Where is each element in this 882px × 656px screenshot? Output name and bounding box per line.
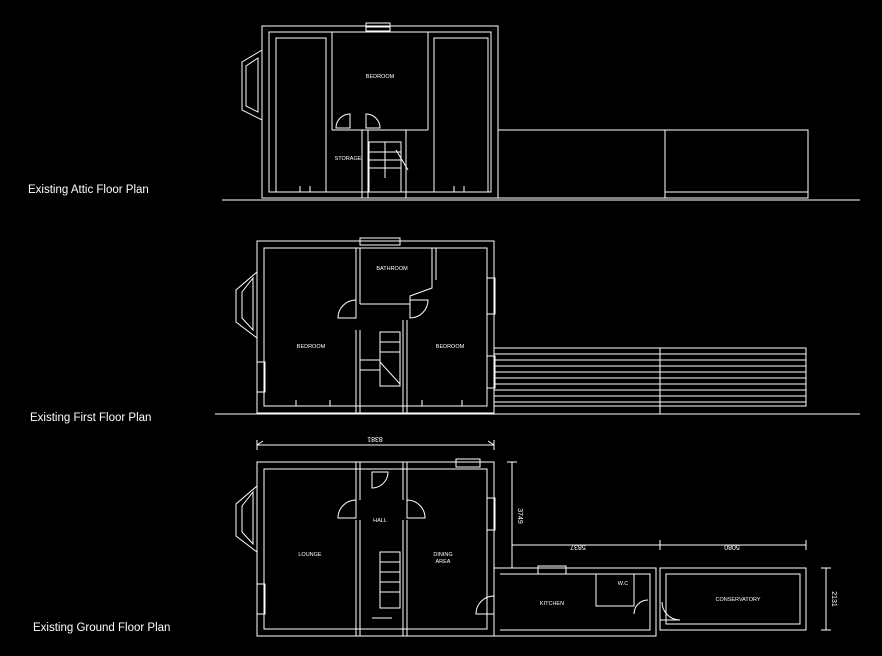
dim-label-overall: 8381 (367, 435, 383, 442)
room-label-attic-bedroom: BEDROOM (366, 74, 395, 80)
room-label-lounge: LOUNGE (298, 552, 322, 558)
title-attic-floor-plan: Existing Attic Floor Plan (28, 184, 149, 196)
ground-window-left-lower (256, 583, 266, 615)
ground-stair (379, 551, 401, 609)
first-rear-roof (493, 347, 807, 407)
dim-label-side: 3749 (516, 508, 523, 524)
title-ground-floor-plan: Existing Ground Floor Plan (33, 622, 171, 634)
ground-door-front (371, 471, 389, 489)
room-label-bathroom: BATHROOM (376, 266, 408, 272)
attic-eave-right (433, 37, 489, 192)
ground-bay-window-inner (241, 490, 254, 546)
ground-door-dining (406, 499, 426, 519)
conservatory-walls (659, 567, 807, 631)
first-stair (379, 331, 401, 387)
kitchen-door (475, 595, 495, 615)
first-floor-plan (215, 237, 860, 415)
first-door-swing-right (409, 299, 429, 319)
room-label-hall: HALL (373, 518, 387, 524)
ground-inner-wall (263, 468, 488, 630)
room-label-conservatory: CONSERVATORY (715, 597, 760, 603)
first-window-right (486, 277, 496, 315)
kitchen-walls (493, 567, 657, 637)
attic-chimney-left (241, 49, 263, 121)
conservatory-inner (665, 573, 801, 625)
room-label-kitchen: KITCHEN (540, 601, 564, 607)
first-window-left-lower (256, 361, 266, 393)
bathroom-walls (360, 248, 433, 305)
room-label-dining-line2: AREA (436, 559, 451, 565)
conservatory-door (661, 601, 681, 621)
room-label-wc: W.C (618, 581, 628, 587)
wc-door (633, 599, 649, 615)
dim-label-conservatory: 5080 (724, 543, 740, 550)
ground-window-right (486, 497, 496, 531)
room-label-first-bedroom-left: BEDROOM (297, 344, 326, 350)
attic-door-swing-right (365, 113, 381, 129)
attic-floor-plan (222, 22, 860, 201)
first-door-swing-left (337, 299, 357, 319)
attic-chimney-left-inner (245, 57, 259, 113)
attic-rear-roof (497, 129, 809, 199)
room-label-dining-line1: DINING (433, 552, 452, 558)
ground-floor-plan (235, 440, 831, 637)
first-window-top (359, 237, 401, 246)
first-bay-window-inner (241, 276, 254, 332)
room-label-first-bedroom-right: BEDROOM (436, 344, 465, 350)
attic-outer-wall (261, 25, 499, 199)
dim-label-extension: 5837 (570, 543, 586, 550)
ground-door-lounge (337, 499, 357, 519)
ground-window-top (455, 458, 481, 468)
first-bay-window (235, 270, 258, 340)
ground-bay-window (235, 484, 258, 554)
kitchen-window (537, 565, 567, 575)
room-label-storage: STORAGE (335, 156, 362, 162)
attic-door-swing-left (335, 113, 351, 129)
attic-eave-left (275, 37, 327, 192)
wc-walls (595, 573, 635, 607)
first-inner-wall (263, 247, 488, 407)
title-first-floor-plan: Existing First Floor Plan (30, 412, 152, 424)
dim-label-conservatory-height: 2131 (830, 591, 837, 607)
